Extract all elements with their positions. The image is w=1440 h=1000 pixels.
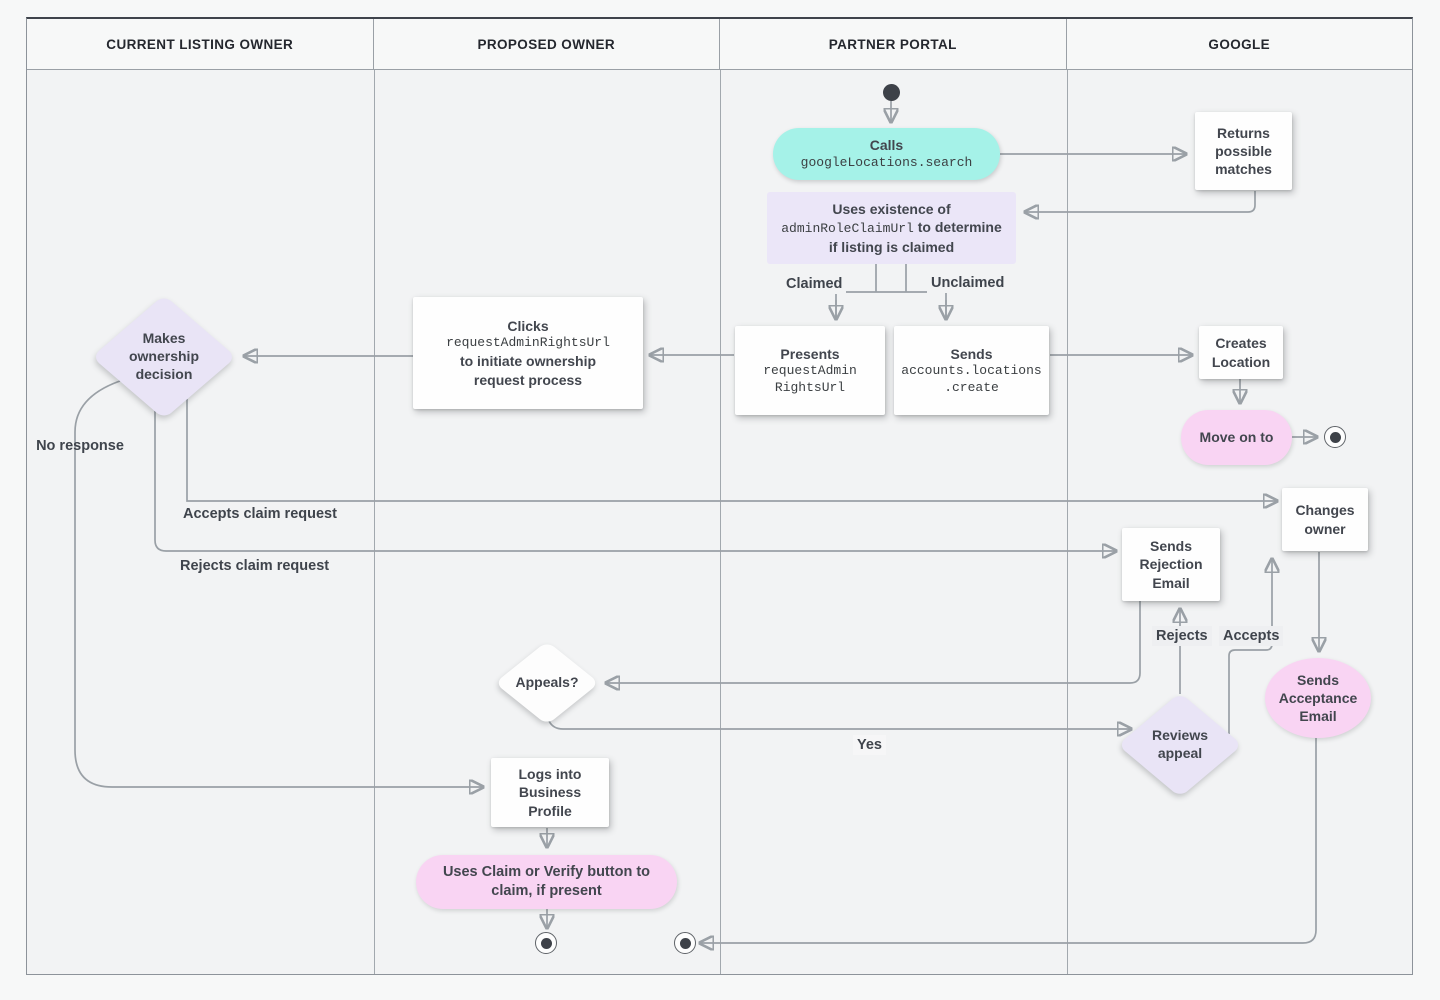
node-clicks-requestadminrightsurl: Clicks requestAdminRightsUrl to initiate… <box>413 297 643 409</box>
diamond-appeals: Appeals? <box>515 674 579 691</box>
lane-title-google: GOOGLE <box>1208 36 1271 52</box>
node-uses-claim-or-verify: Uses Claim or Verify button to claim, if… <box>416 855 677 909</box>
edge-rejection-to-appeals <box>606 601 1141 683</box>
edge-label-rejects-claim-request: Rejects claim request <box>176 556 334 577</box>
lane-header-row: CURRENT LISTING OWNER PROPOSED OWNER PAR… <box>27 19 1412 70</box>
node-sends-accounts-locations-create: Sends accounts.locations .create <box>894 326 1049 415</box>
edge-rejects-claim <box>154 411 1116 551</box>
lane-title-partner-portal: PARTNER PORTAL <box>720 19 1067 69</box>
edge-label-claimed: Claimed <box>782 274 847 295</box>
diamond-reviews-appeal: Reviews appeal <box>1151 727 1209 761</box>
edge-label-unclaimed: Unclaimed <box>927 273 1009 294</box>
lane-divider-3 <box>1067 70 1068 974</box>
edge-no-response <box>74 380 483 787</box>
lane-title-proposed-owner: PROPOSED OWNER <box>374 19 720 69</box>
edge-label-no-response: No response <box>36 438 124 454</box>
node-move-on-to: Move on to <box>1181 410 1292 465</box>
diamond-makes-ownership-decision: Makes ownership decision <box>128 330 199 382</box>
final-node-portal-icon <box>674 932 696 954</box>
edge-label-rejects: Rejects <box>1152 626 1212 647</box>
final-node-google-icon <box>1324 426 1346 448</box>
initial-node-icon <box>883 84 900 101</box>
node-changes-owner: Changes owner <box>1282 488 1368 551</box>
lane-divider-1 <box>374 70 375 974</box>
edge-label-accepts-claim-request: Accepts claim request <box>179 504 341 525</box>
edge-review-accepts <box>1228 559 1272 734</box>
node-sends-acceptance-email: Sends Acceptance Email <box>1265 658 1371 738</box>
edge-acceptance-to-end <box>700 738 1317 943</box>
node-creates-location: Creates Location <box>1199 326 1283 379</box>
edge-label-accepts: Accepts <box>1219 626 1284 647</box>
edge-uses-split <box>835 264 947 319</box>
edge-accepts-claim <box>186 399 1277 501</box>
node-logs-into-business-profile: Logs into Business Profile <box>491 758 609 827</box>
edge-returns-to-uses <box>1025 191 1256 212</box>
node-uses-existence-note: Uses existence of adminRoleClaimUrl to d… <box>767 192 1016 264</box>
lane-divider-2 <box>720 70 721 974</box>
node-presents-requestadminrightsurl: Presents requestAdmin RightsUrl <box>735 326 885 415</box>
node-sends-rejection-email: Sends Rejection Email <box>1122 528 1220 601</box>
node-returns-possible-matches: Returns possible matches <box>1195 112 1292 190</box>
diagram-frame: CURRENT LISTING OWNER PROPOSED OWNER PAR… <box>26 17 1413 975</box>
edge-appeals-yes <box>548 720 1131 729</box>
edge-label-yes: Yes <box>853 735 886 756</box>
final-node-proposed-icon <box>535 932 557 954</box>
lane-title-current-listing-owner: CURRENT LISTING OWNER <box>27 19 374 69</box>
node-calls-googlelocations-search: Calls googleLocations.search <box>773 128 1000 180</box>
